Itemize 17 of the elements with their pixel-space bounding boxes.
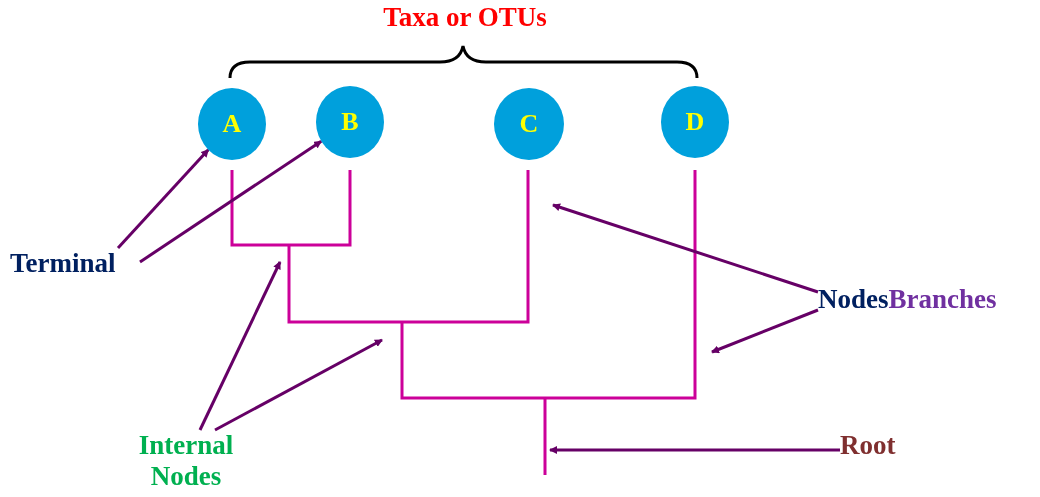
leader-arrow: [552, 203, 819, 294]
taxon-circle: B: [316, 86, 384, 158]
annotation-label: Terminal: [10, 248, 116, 278]
annotation-label: Internal Nodes: [138, 430, 234, 492]
leader-arrow: [214, 338, 383, 432]
leader-arrow: [198, 261, 282, 431]
arrow: [116, 148, 210, 249]
taxon-circle: D: [661, 86, 729, 158]
taxon-circle: A: [198, 88, 266, 160]
annotation-label: Root: [840, 430, 896, 460]
leader-arrow: [549, 446, 840, 454]
taxon-circle: C: [494, 88, 564, 160]
group-label: Taxa or OTUs: [382, 2, 548, 34]
arrow: [139, 139, 323, 264]
annotation-label: Branches: [888, 284, 997, 314]
annotation-label: Nodes: [818, 284, 889, 314]
leader-arrow: [711, 308, 819, 354]
